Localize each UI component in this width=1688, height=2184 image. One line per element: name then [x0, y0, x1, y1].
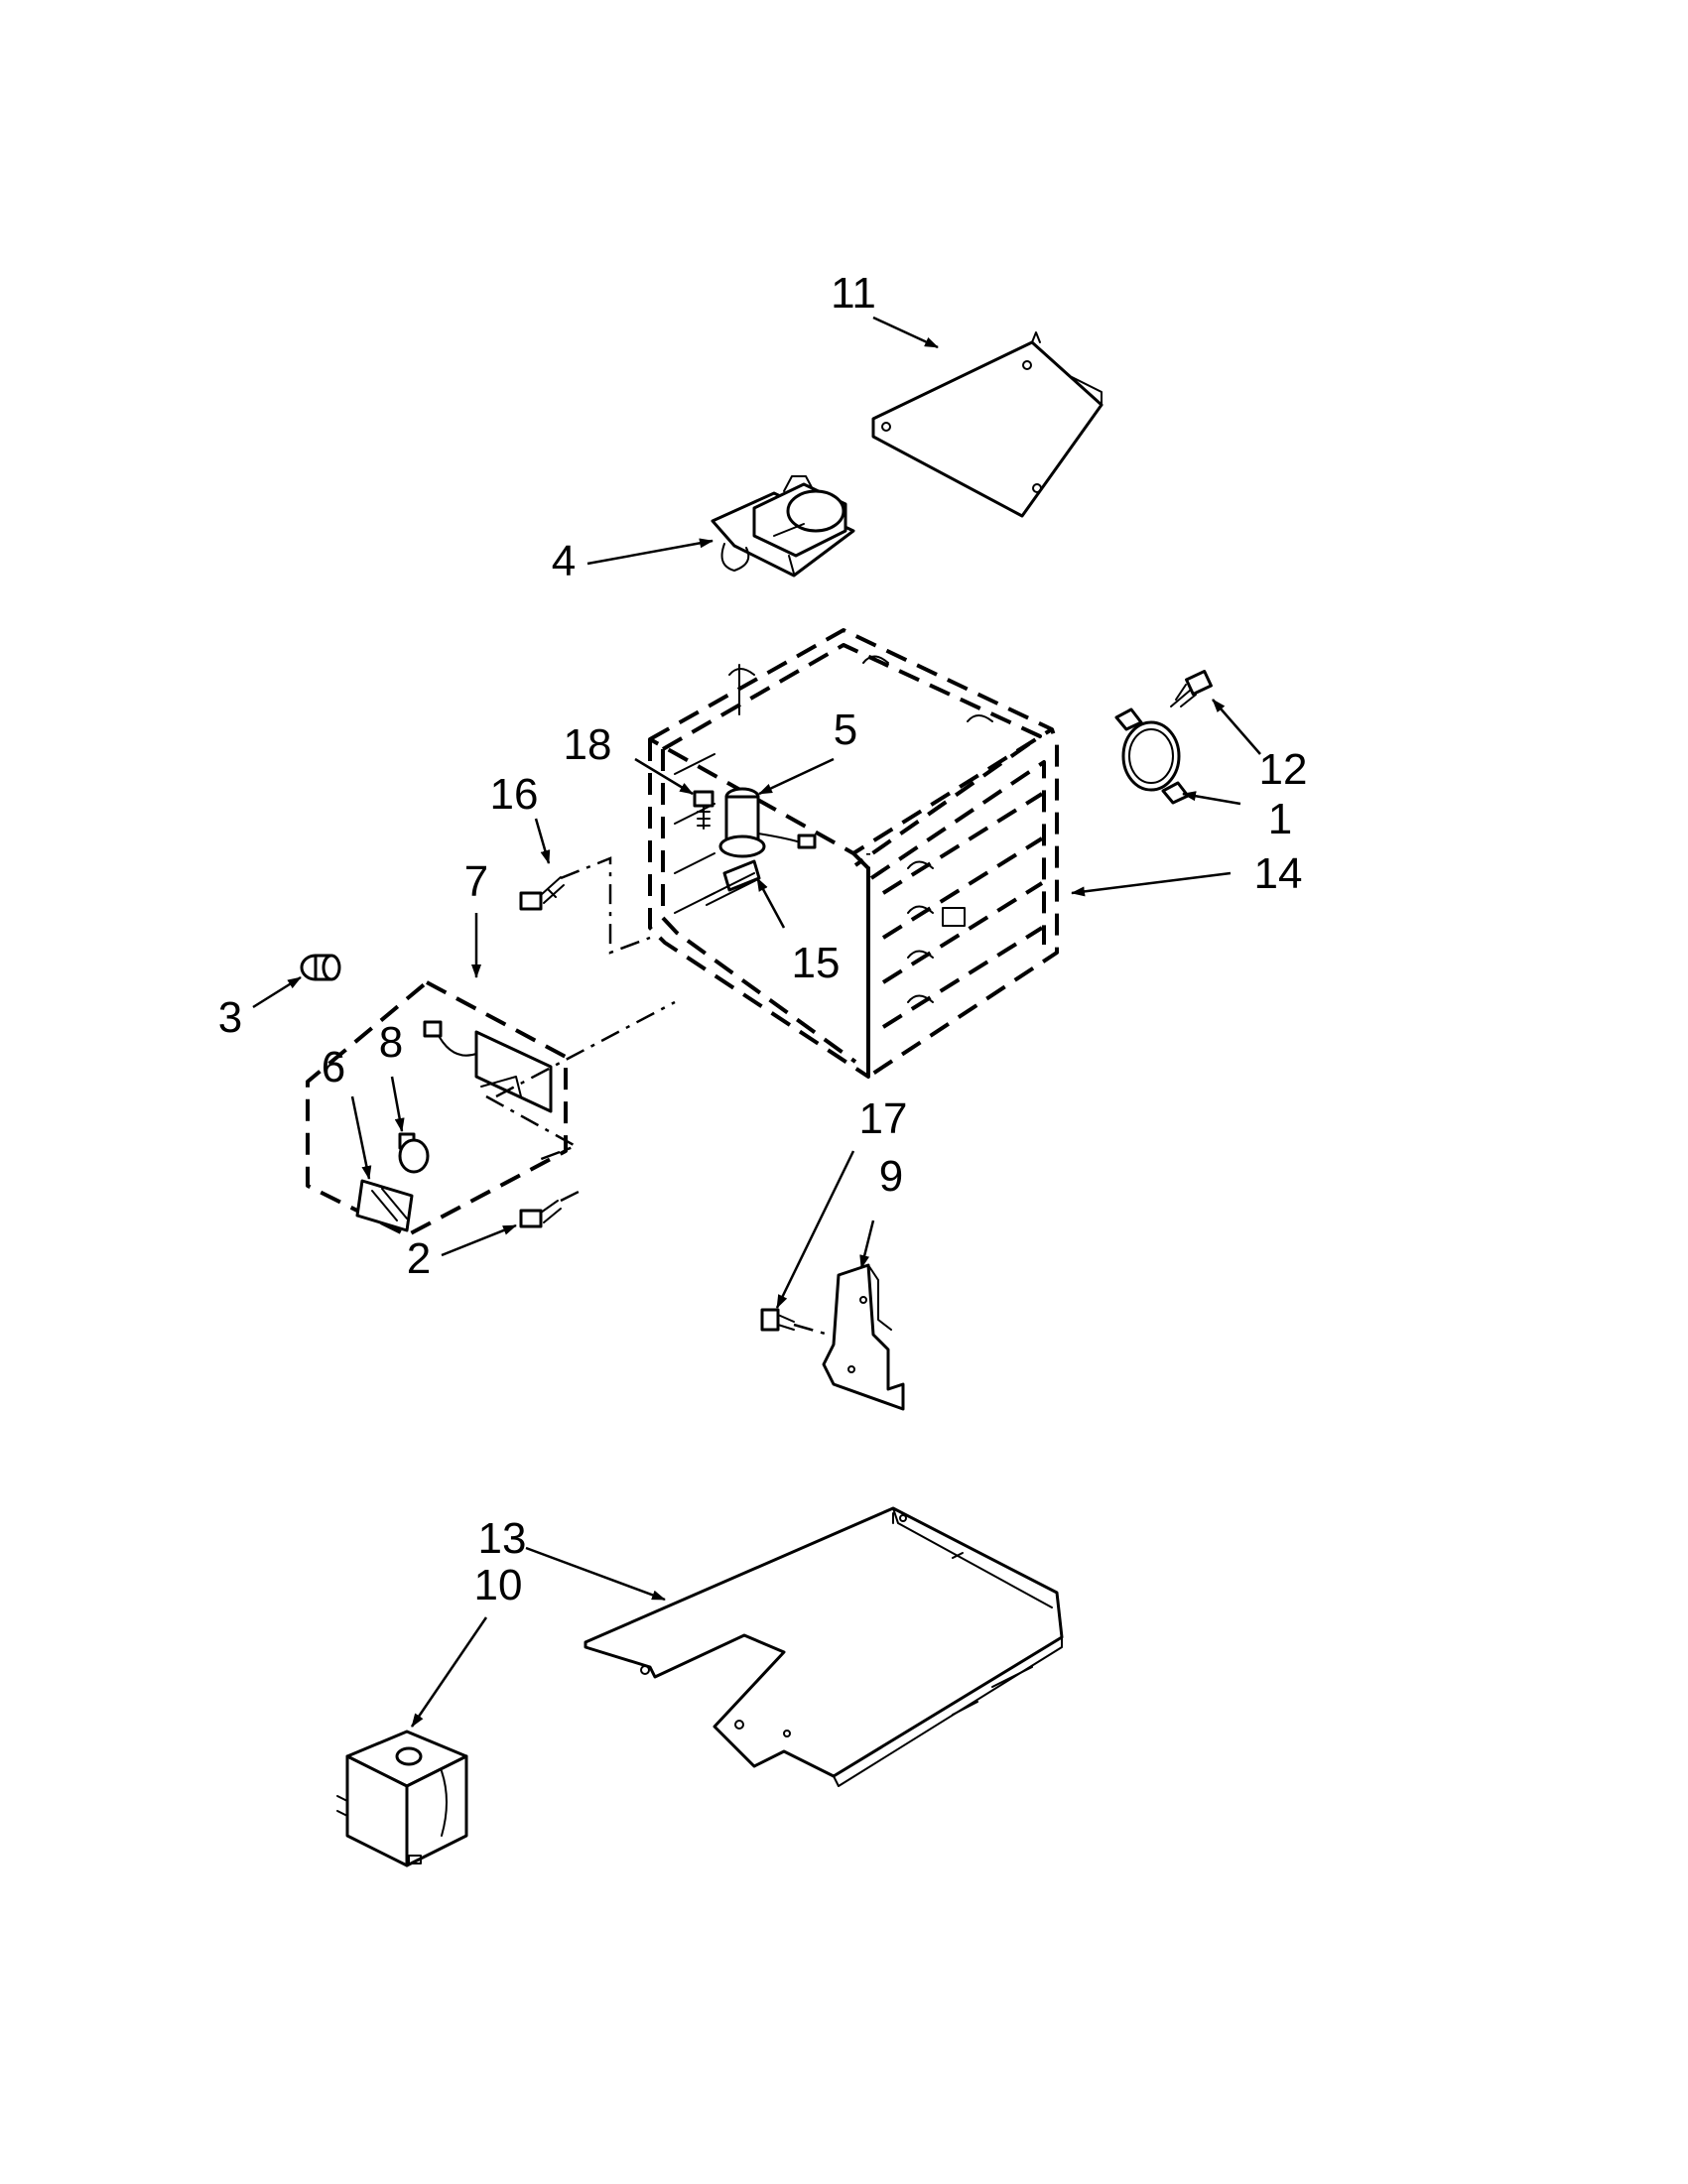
igniter-icon [718, 787, 817, 858]
screw-icon [1170, 670, 1213, 707]
callout-14: 14 [1254, 849, 1303, 898]
callout-18: 18 [564, 720, 612, 769]
callout-7: 7 [464, 857, 488, 906]
light-bulb-icon [398, 1132, 430, 1174]
callout-15: 15 [792, 939, 841, 987]
oven-cavity-icon [648, 628, 1059, 1079]
callout-5: 5 [834, 706, 857, 754]
lens-icon [355, 1179, 414, 1232]
thermostat-icon [1114, 707, 1190, 805]
screw-icon [693, 790, 714, 830]
knob-icon [300, 954, 341, 981]
callout-16: 16 [490, 770, 539, 819]
callout-2: 2 [407, 1234, 431, 1283]
top-bracket-icon [871, 331, 1104, 518]
leader-lines [252, 316, 1261, 1728]
screw-icon [760, 1308, 795, 1332]
callout-4: 4 [552, 537, 576, 585]
bottom-panel-icon [584, 1506, 1064, 1787]
mounting-bracket-icon [822, 1263, 905, 1411]
callout-17: 17 [859, 1094, 908, 1143]
callout-12: 12 [1259, 745, 1308, 794]
callout-8: 8 [379, 1018, 403, 1067]
callout-labels: 1 2 3 4 5 6 7 8 9 10 11 12 13 14 15 16 1… [218, 269, 1308, 1609]
screw-icon [519, 876, 565, 911]
sensor-icon [704, 859, 761, 906]
callout-9: 9 [879, 1152, 903, 1201]
screw-icon [519, 1200, 562, 1228]
callout-13: 13 [478, 1514, 527, 1563]
callout-10: 10 [474, 1561, 523, 1609]
callout-6: 6 [322, 1043, 345, 1092]
electrical-box-icon [336, 1730, 468, 1867]
oven-light-assembly-icon [306, 980, 676, 1237]
door-lock-switch-icon [711, 475, 855, 578]
callout-3: 3 [218, 993, 242, 1042]
callout-1: 1 [1268, 795, 1292, 843]
callout-11: 11 [831, 269, 876, 318]
